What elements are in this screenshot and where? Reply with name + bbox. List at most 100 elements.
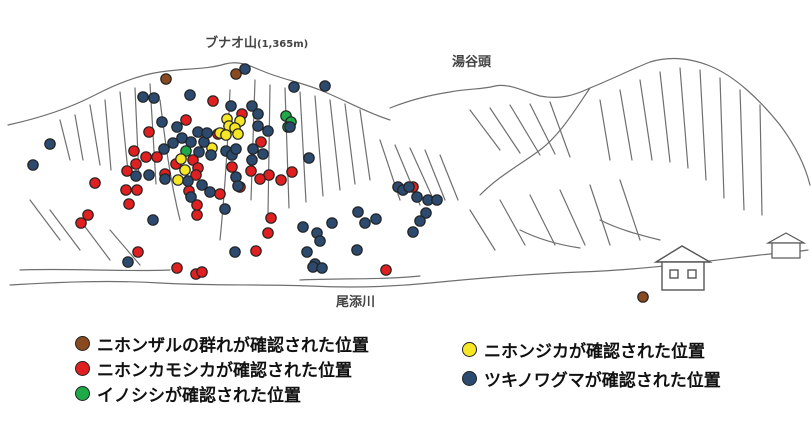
- kuma-marker: [301, 246, 313, 258]
- kuma-marker: [247, 143, 259, 155]
- kamo-marker: [226, 161, 238, 173]
- kuma-marker: [185, 136, 197, 148]
- kuma-marker: [314, 235, 326, 247]
- kuma-marker: [27, 159, 39, 171]
- saru-marker: [230, 68, 242, 80]
- deer-dot-icon: [462, 342, 477, 357]
- legend-bear-text: ツキノワグマが確認された位置: [484, 371, 721, 391]
- kamo-marker: [214, 188, 226, 200]
- peak-name: ブナオ山: [205, 36, 258, 51]
- kuma-marker: [137, 91, 149, 103]
- kuma-marker: [147, 214, 159, 226]
- kuma-marker: [316, 262, 328, 274]
- kuma-marker: [148, 92, 160, 104]
- kuma-marker: [204, 186, 216, 198]
- kamo-marker: [151, 151, 163, 163]
- kamo-marker: [191, 209, 203, 221]
- legend-deer: ニホンジカが確認された位置: [462, 337, 705, 362]
- kuma-marker: [156, 116, 168, 128]
- kuma-marker: [288, 81, 300, 93]
- kuma-marker: [252, 108, 264, 120]
- shika-marker: [232, 128, 244, 140]
- legend-boar-text: イノシシが確認された位置: [97, 386, 301, 406]
- kamo-marker: [265, 212, 277, 224]
- kuma-marker: [351, 244, 363, 256]
- kamo-marker: [120, 184, 132, 196]
- kuma-marker: [185, 191, 197, 203]
- kuma-marker: [196, 179, 208, 191]
- yutani-label: 湯谷頭: [452, 55, 492, 70]
- shika-marker: [220, 129, 232, 141]
- kamo-marker: [380, 264, 392, 276]
- kuma-marker: [232, 180, 244, 192]
- legend-boar: イノシシが確認された位置: [75, 381, 301, 406]
- kamo-marker: [245, 165, 257, 177]
- kuma-marker: [370, 213, 382, 225]
- kamo-marker: [275, 174, 287, 186]
- kamo-marker: [89, 177, 101, 189]
- kamo-marker: [250, 245, 262, 257]
- kuma-marker: [262, 125, 274, 137]
- boar-dot-icon: [75, 386, 90, 401]
- kamo-marker: [82, 209, 94, 221]
- serow-dot-icon: [75, 361, 90, 376]
- kuma-marker: [171, 121, 183, 133]
- monkey-dot-icon: [75, 336, 90, 351]
- kamo-marker: [75, 217, 87, 229]
- kuma-marker: [143, 169, 155, 181]
- kuma-marker: [420, 207, 432, 219]
- kuma-marker: [297, 221, 309, 233]
- shika-marker: [172, 174, 184, 186]
- kuma-marker: [326, 217, 338, 229]
- kuma-marker: [407, 226, 419, 238]
- kamo-marker: [130, 158, 142, 170]
- kuma-marker: [225, 100, 237, 112]
- kuma-marker: [246, 154, 258, 166]
- kuma-marker: [411, 191, 423, 203]
- kamo-marker: [140, 151, 152, 163]
- kamo-marker: [262, 227, 274, 239]
- legend-monkey: ニホンザルの群れが確認された位置: [75, 331, 369, 356]
- kuma-marker: [319, 80, 331, 92]
- kuma-marker: [184, 89, 196, 101]
- kamo-marker: [207, 95, 219, 107]
- kamo-marker: [196, 266, 208, 278]
- kuma-marker: [403, 181, 415, 193]
- legend-monkey-text: ニホンザルの群れが確認された位置: [97, 336, 369, 356]
- peak-label: ブナオ山(1,365m): [205, 32, 308, 51]
- kamo-marker: [171, 262, 183, 274]
- kuma-marker: [44, 138, 56, 150]
- kamo-marker: [123, 198, 135, 210]
- kuma-marker: [252, 120, 264, 132]
- kuma-marker: [193, 146, 205, 158]
- kuma-marker: [284, 121, 296, 133]
- kuma-marker: [167, 137, 179, 149]
- kamo-marker: [132, 246, 144, 258]
- peak-elevation: (1,365m): [257, 39, 309, 50]
- kuma-marker: [219, 203, 231, 215]
- kuma-marker: [201, 127, 213, 139]
- legend-serow: ニホンカモシカが確認された位置: [75, 356, 352, 381]
- kuma-marker: [239, 63, 251, 75]
- kamo-marker: [131, 184, 143, 196]
- shika-marker: [175, 153, 187, 165]
- kuma-marker: [130, 170, 142, 182]
- kuma-marker: [122, 256, 134, 268]
- kuma-marker: [414, 215, 426, 227]
- kuma-marker: [431, 194, 443, 206]
- kuma-marker: [205, 149, 217, 161]
- legend-deer-text: ニホンジカが確認された位置: [484, 342, 705, 362]
- kuma-marker: [182, 175, 194, 187]
- kuma-marker: [246, 100, 258, 112]
- sighting-markers: [27, 63, 649, 303]
- kamo-marker: [254, 173, 266, 185]
- kamo-marker: [121, 165, 133, 177]
- legend-serow-text: ニホンカモシカが確認された位置: [97, 361, 352, 381]
- kamo-marker: [128, 145, 140, 157]
- kuma-marker: [230, 143, 242, 155]
- saru-marker: [160, 73, 172, 85]
- kuma-marker: [158, 143, 170, 155]
- kamo-marker: [180, 114, 192, 126]
- kamo-marker: [190, 169, 202, 181]
